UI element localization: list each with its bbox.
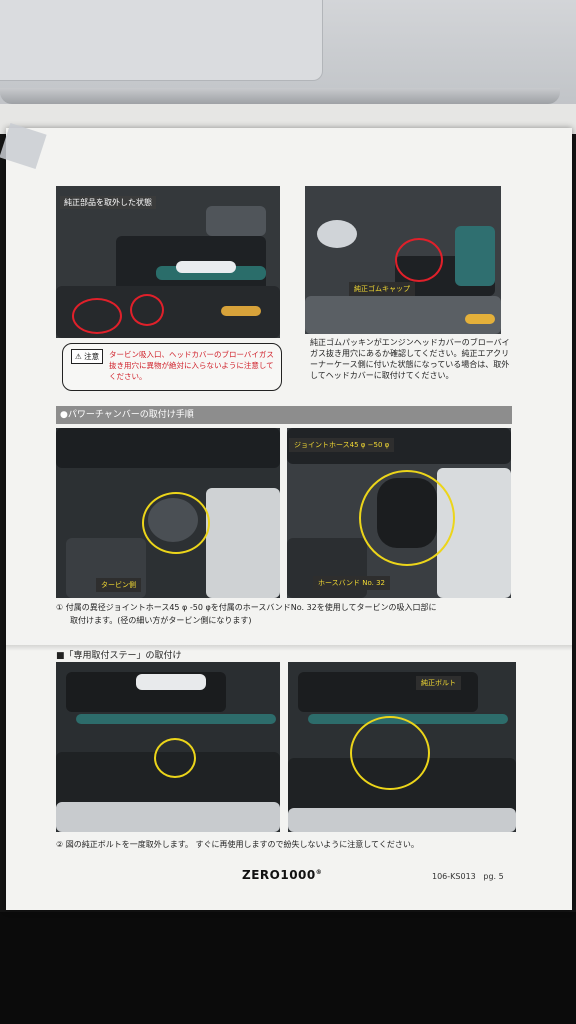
photo-joint-hose: ジョイントホース45 φ −50 φ ホースバンド No. 32 (287, 428, 511, 598)
photo-label-bottom: ホースバンド No. 32 (313, 576, 390, 590)
instruction-text: 純正ゴムパッキンがエンジンヘッドカバーのブローバイガス抜き用穴にあるか確認してく… (310, 338, 510, 380)
table-surface (0, 912, 576, 1024)
laptop-trackpad (0, 0, 323, 81)
caution-text: タービン吸入口、ヘッドカバーのブローバイガス抜き用穴に異物が絶対に入らないように… (109, 350, 274, 381)
section-header-stay: ■「専用取付ステー」の取付け (56, 651, 182, 661)
photo-original-bolt: 純正ボルト (288, 662, 516, 832)
brand-logo: ZERO1000® (242, 868, 323, 882)
caution-badge: ⚠ 注意 (71, 349, 104, 364)
photo-turbine-side: タービン側 (56, 428, 280, 598)
photo-caption: 純正部品を取外した状態 (60, 196, 156, 209)
photo-bolt-location (56, 662, 280, 832)
step-1-line-1: ① 付属の異径ジョイントホース45 φ -50 φを付属のホースバンドNo. 3… (56, 603, 437, 612)
paper-fold-line (6, 645, 572, 651)
photo-label-top: ジョイントホース45 φ −50 φ (289, 438, 395, 452)
photo-label: 純正ゴムキャップ (349, 282, 415, 296)
document-number: 106-KS013 pg. 5 (432, 872, 504, 881)
step-1-line-2: 取付けます。(径の細い方がタービン側になります) (70, 616, 252, 625)
notice-box: ⚠ 注意 タービン吸入口、ヘッドカバーのブローバイガス抜き用穴に異物が絶対に入ら… (62, 343, 282, 391)
laptop-edge (0, 88, 560, 104)
page-number: pg. 5 (483, 872, 504, 881)
photo-removed-parts: 純正部品を取外した状態 (56, 186, 280, 338)
section-header: ●パワーチャンバーの取付け手順 (56, 406, 512, 424)
photo-label: 純正ボルト (416, 676, 461, 690)
photo-label: タービン側 (96, 578, 141, 592)
photo-rubber-cap: 純正ゴムキャップ (305, 186, 501, 334)
step-2-text: ② 図の純正ボルトを一度取外します。 すぐに再使用しますので紛失しないように注意… (56, 840, 419, 849)
